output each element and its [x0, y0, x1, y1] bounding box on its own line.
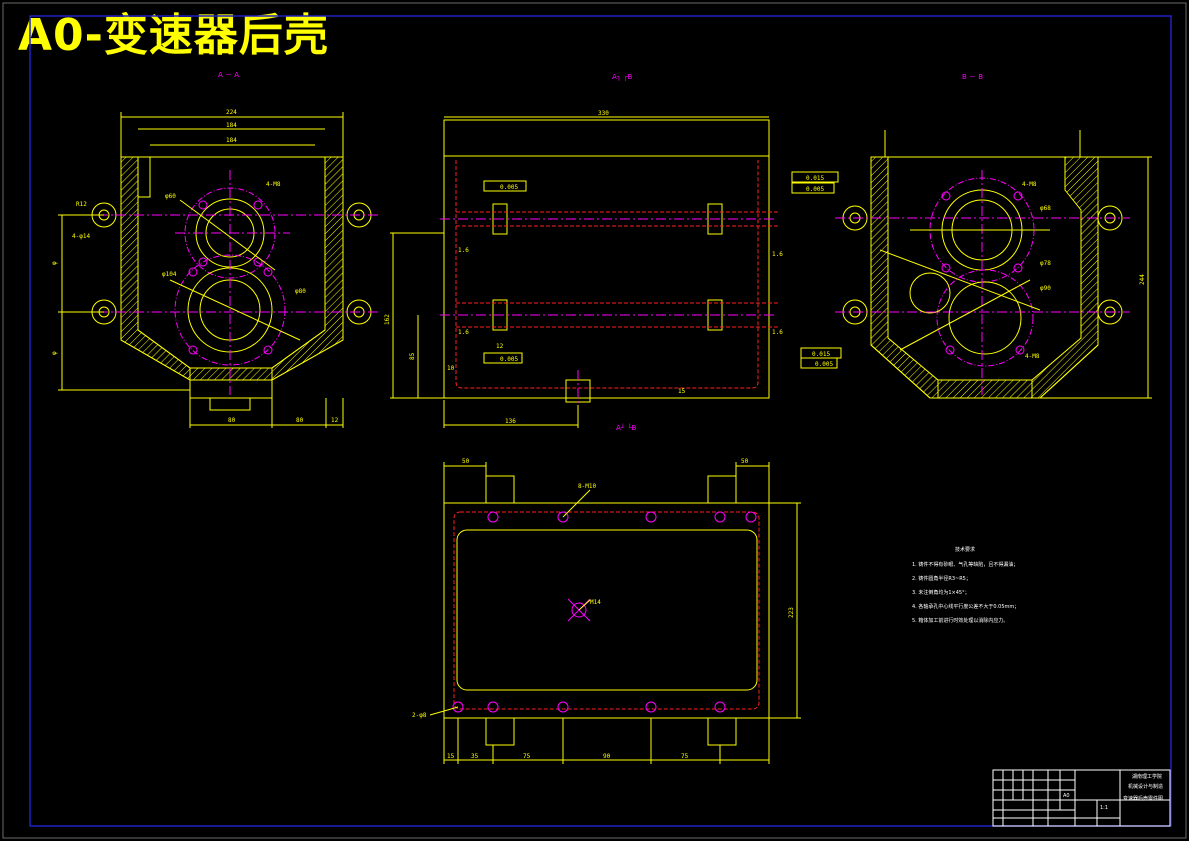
rough-3: 1.6 — [458, 329, 469, 336]
dim-phi104: φ104 — [162, 271, 177, 278]
view-b-b: 4-M8 φ68 φ78 φ90 4-M8 244 — [835, 130, 1152, 399]
dim-15: 15 — [678, 388, 686, 395]
view-front: 330 0.005 0.015 0.005 0.005 0.015 1.6 1.… — [384, 110, 842, 428]
view-label-b-b: B － B — [962, 73, 983, 81]
dim-85-front: 85 — [409, 352, 416, 360]
tb-dept: 机械设计与制造 — [1128, 783, 1163, 790]
dim-phi78: φ78 — [1040, 260, 1051, 267]
dim-80b: 80 — [296, 417, 304, 424]
dim-75b: 75 — [681, 753, 689, 760]
title-block: 湖南理工学院 机械设计与制造 变速器后壳零件图 1:1 A0 — [992, 769, 1171, 827]
dim-phi90: φ90 — [1040, 285, 1051, 292]
dim-95: φ — [51, 351, 58, 355]
view-plan: 50 50 8-M10 M14 2-φ8 15 35 75 90 75 223 — [412, 458, 801, 764]
dim-4phi14: 4-φ14 — [72, 233, 90, 240]
rough-2: 1.6 — [772, 251, 783, 258]
dim-15-plan: 15 — [447, 753, 455, 760]
view-a-a: 224 184 184 R12 φ60 4-M8 4-φ14 φ104 φ80 … — [51, 109, 380, 428]
notes-heading: 技术要求 — [955, 546, 975, 553]
dim-50a: 50 — [462, 458, 470, 465]
tol-d: 0.005 — [500, 356, 518, 363]
dim-330: 330 — [598, 110, 609, 117]
view-label-ab-bottom: A┘ └B — [616, 423, 636, 432]
dim-4m8-b: 4-M8 — [1022, 181, 1037, 188]
dim-12: 12 — [331, 417, 339, 424]
tol-a: 0.005 — [500, 184, 518, 191]
dim-8m10: 8-M10 — [578, 483, 596, 490]
dim-136: 136 — [505, 418, 516, 425]
view-label-a-a: A － A — [218, 71, 239, 79]
tol-f: 0.005 — [815, 361, 833, 368]
dim-4m8: 4-M8 — [266, 181, 281, 188]
note-5: 5. 箱体加工前进行时效处理以消除内应力。 — [912, 617, 1008, 624]
tol-c: 0.005 — [806, 186, 824, 193]
inner-frame — [29, 15, 1172, 827]
dim-224: 224 — [226, 109, 237, 116]
tb-sheet: A0 — [1063, 793, 1070, 799]
dim-184a: 184 — [226, 122, 237, 129]
drawing-title: A0-变速器后壳 — [18, 10, 329, 61]
dim-90: 90 — [603, 753, 611, 760]
note-2: 2. 铸件圆角半径R3~R5； — [912, 575, 971, 582]
note-4: 4. 各轴承孔中心线平行度公差不大于0.05mm； — [912, 603, 1019, 610]
note-3: 3. 未注倒角均为1×45°； — [912, 589, 970, 596]
tol-e: 0.015 — [812, 351, 830, 358]
dim-r12: R12 — [76, 201, 87, 208]
dim-184b: 184 — [226, 137, 237, 144]
rough-4: 1.6 — [772, 329, 783, 336]
technical-notes: 技术要求 1. 铸件不得有砂眼、气孔等缺陷，且不得漏油； 2. 铸件圆角半径R3… — [912, 546, 1019, 624]
dim-75a: 75 — [523, 753, 531, 760]
tb-drawing-name: 变速器后壳零件图 — [1123, 795, 1163, 802]
dim-10: 10 — [447, 365, 455, 372]
dim-m14: M14 — [590, 599, 601, 606]
note-1: 1. 铸件不得有砂眼、气孔等缺陷，且不得漏油； — [912, 561, 1018, 568]
tol-b: 0.015 — [806, 175, 824, 182]
dim-35: 35 — [471, 753, 479, 760]
dim-223: 223 — [788, 607, 795, 618]
view-label-ab-top: A┐ ┌B — [612, 73, 632, 81]
dim-4m8-c: 4-M8 — [1025, 353, 1040, 360]
tb-scale: 1:1 — [1100, 805, 1108, 811]
dim-244: 244 — [1139, 274, 1146, 285]
dim-phi80: φ80 — [295, 288, 306, 295]
tb-school: 湖南理工学院 — [1132, 773, 1162, 780]
dim-50b: 50 — [741, 458, 749, 465]
rough-1: 1.6 — [458, 247, 469, 254]
dim-2phi8: 2-φ8 — [412, 712, 427, 719]
dim-85: φ — [51, 261, 58, 265]
dim-phi60: φ60 — [165, 193, 176, 200]
dim-12-front: 12 — [496, 343, 504, 350]
dim-phi68: φ68 — [1040, 205, 1051, 212]
dim-80a: 80 — [228, 417, 236, 424]
dim-162: 162 — [384, 314, 391, 325]
